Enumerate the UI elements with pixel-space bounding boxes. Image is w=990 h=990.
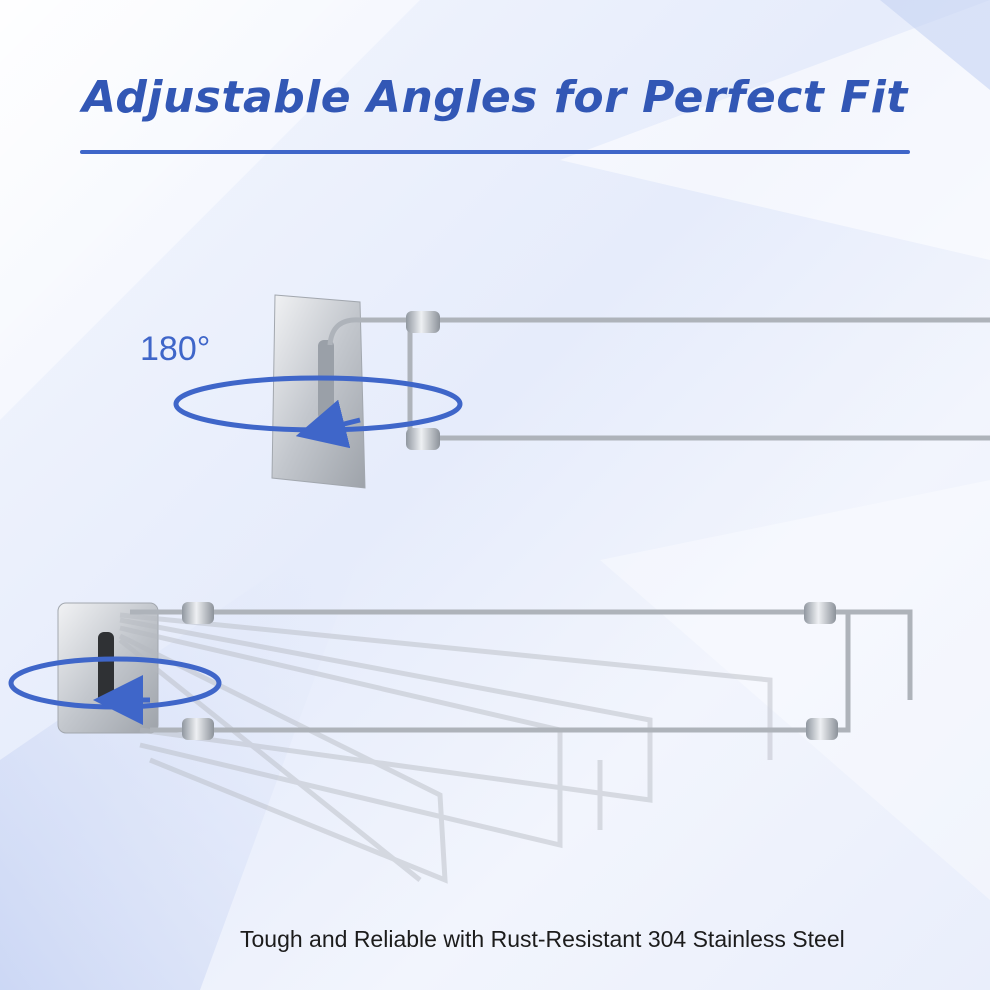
headline: Adjustable Angles for Perfect Fit [82, 72, 908, 123]
rack-arm-top [327, 317, 990, 441]
end-cap [406, 311, 440, 333]
end-cap [804, 602, 836, 624]
caption: Tough and Reliable with Rust-Resistant 3… [240, 926, 845, 952]
rack-arm-bottom [130, 609, 913, 733]
light-ray [0, 0, 420, 420]
end-cap [406, 428, 440, 450]
rack-bottom [57, 602, 913, 884]
hinge-bar-bottom [98, 632, 114, 704]
light-ray [0, 500, 380, 990]
light-ray [600, 480, 990, 900]
light-ray [560, 0, 990, 260]
end-cap [806, 718, 838, 740]
rotation-arrow-top [173, 375, 463, 449]
headline-underline [80, 150, 910, 154]
rack-top [271, 294, 990, 489]
rotation-arrow-bottom [8, 656, 222, 725]
end-cap [182, 718, 214, 740]
swing-ghosts [118, 612, 773, 884]
light-ray [880, 0, 990, 90]
rotation-angle-label: 180° [140, 330, 211, 368]
end-cap [182, 602, 214, 624]
